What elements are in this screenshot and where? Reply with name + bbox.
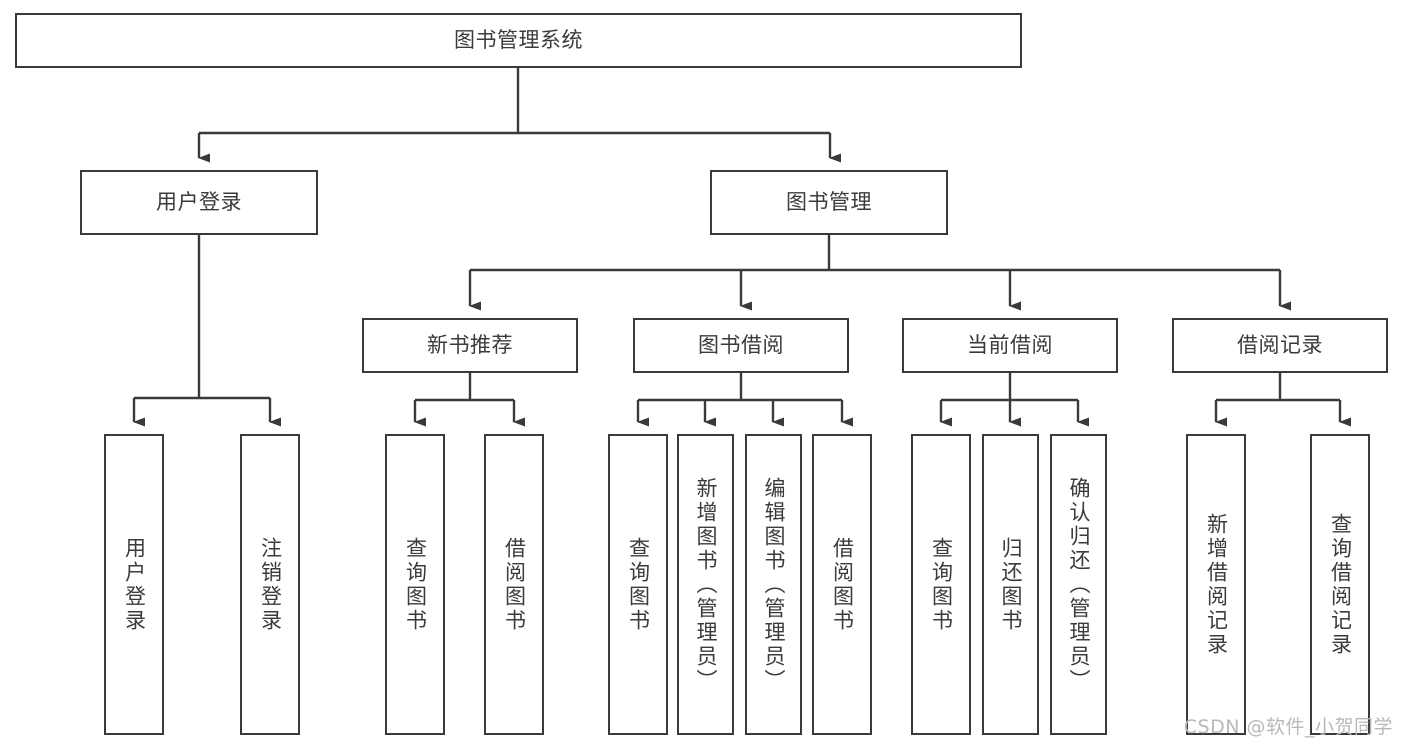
- leaf-query-book-borrow[interactable]: 查询图书: [608, 434, 668, 735]
- leaf-query-book-current[interactable]: 查询图书: [911, 434, 971, 735]
- leaf-borrow-book[interactable]: 借阅图书: [812, 434, 872, 735]
- node-label: 查询借阅记录: [1328, 512, 1353, 657]
- leaf-query-borrow-record[interactable]: 查询借阅记录: [1310, 434, 1370, 735]
- node-label: 归还图书: [999, 536, 1023, 633]
- node-label: 查询图书: [626, 536, 651, 633]
- node-label: 查询图书: [929, 536, 954, 633]
- node-label: 用户登录: [122, 536, 147, 633]
- watermark-text: CSDN @软件_小贺同学: [1183, 716, 1393, 738]
- node-label: 查询图书: [403, 536, 428, 633]
- leaf-edit-book-admin[interactable]: 编辑图书（管理员）: [745, 434, 802, 735]
- node-label: 新书推荐: [427, 333, 513, 358]
- node-new-book-recommendation[interactable]: 新书推荐: [362, 318, 578, 373]
- leaf-add-borrow-record[interactable]: 新增借阅记录: [1186, 434, 1246, 735]
- leaf-confirm-return-admin[interactable]: 确认归还（管理员）: [1050, 434, 1107, 735]
- node-label: 新增图书（管理员）: [694, 476, 718, 693]
- node-root-book-management-system[interactable]: 图书管理系统: [15, 13, 1022, 68]
- node-label: 注销登录: [258, 536, 283, 633]
- node-label: 当前借阅: [967, 333, 1053, 358]
- node-label: 借阅图书: [502, 536, 527, 633]
- leaf-user-login[interactable]: 用户登录: [104, 434, 164, 735]
- leaf-return-book[interactable]: 归还图书: [982, 434, 1039, 735]
- node-label: 借阅图书: [830, 536, 855, 633]
- node-label: 新增借阅记录: [1204, 512, 1229, 657]
- node-label: 图书管理系统: [454, 28, 583, 53]
- node-user-login[interactable]: 用户登录: [80, 170, 318, 235]
- node-borrow-records[interactable]: 借阅记录: [1172, 318, 1388, 373]
- leaf-logout[interactable]: 注销登录: [240, 434, 300, 735]
- node-book-borrow[interactable]: 图书借阅: [633, 318, 849, 373]
- node-label: 图书管理: [786, 190, 872, 215]
- leaf-add-book-admin[interactable]: 新增图书（管理员）: [677, 434, 734, 735]
- node-label: 借阅记录: [1237, 333, 1323, 358]
- node-label: 用户登录: [156, 190, 242, 215]
- node-label: 图书借阅: [698, 333, 784, 358]
- leaf-query-book-recommend[interactable]: 查询图书: [385, 434, 445, 735]
- node-label: 确认归还（管理员）: [1067, 476, 1091, 693]
- node-current-borrow[interactable]: 当前借阅: [902, 318, 1118, 373]
- node-book-management[interactable]: 图书管理: [710, 170, 948, 235]
- leaf-borrow-book-recommend[interactable]: 借阅图书: [484, 434, 544, 735]
- node-label: 编辑图书（管理员）: [762, 476, 786, 693]
